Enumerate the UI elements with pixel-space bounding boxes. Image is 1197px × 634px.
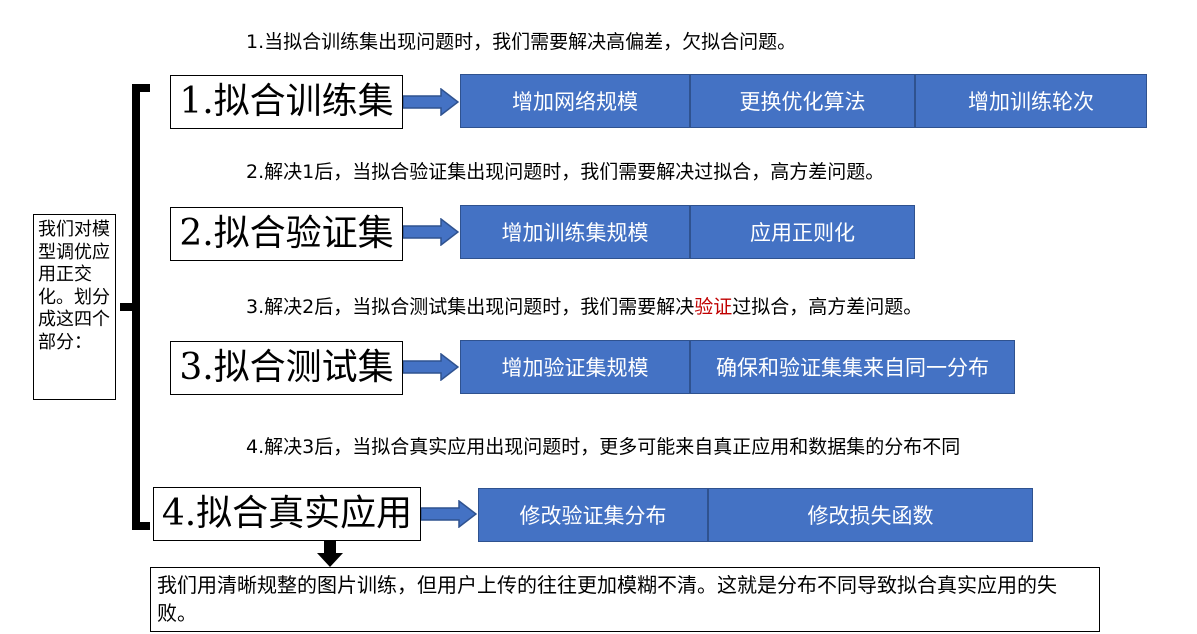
stage-2-action-2: 应用正则化 (690, 205, 915, 259)
stage-4-box: 4.拟合真实应用 (153, 487, 421, 541)
stage-1-action-3: 增加训练轮次 (915, 74, 1147, 128)
note-2: 2.解决1后，当拟合验证集出现问题时，我们需要解决过拟合，高方差问题。 (246, 161, 885, 183)
side-note: 我们对模型调优应用正交化。划分成这四个部分： (33, 214, 116, 400)
stage-3-actions: 增加验证集规模 确保和验证集集来自同一分布 (460, 340, 1015, 394)
stage-1-action-2: 更换优化算法 (690, 74, 915, 128)
stage-1-action-1: 增加网络规模 (460, 74, 690, 128)
stage-3-arrow-icon (403, 353, 459, 381)
stage-1-arrow-icon (403, 88, 459, 116)
stage-2-action-1: 增加训练集规模 (460, 205, 690, 259)
stage-2-actions: 增加训练集规模 应用正则化 (460, 205, 915, 259)
stage-4-action-2: 修改损失函数 (708, 488, 1033, 542)
stage-2-arrow-icon (403, 218, 459, 246)
stage-4-arrow-icon (421, 500, 477, 528)
stage-4-actions: 修改验证集分布 修改损失函数 (478, 488, 1033, 542)
stage-1-box: 1.拟合训练集 (170, 75, 403, 129)
stage-4-action-1: 修改验证集分布 (478, 488, 708, 542)
down-arrow-icon (317, 541, 343, 567)
bottom-note: 我们用清晰规整的图片训练，但用户上传的往往更加模糊不清。这就是分布不同导致拟合真… (150, 567, 1100, 632)
stage-2-box: 2.拟合验证集 (170, 207, 403, 261)
note-4: 4.解决3后，当拟合真实应用出现问题时，更多可能来自真正应用和数据集的分布不同 (246, 436, 961, 458)
stage-3-action-1: 增加验证集规模 (460, 340, 690, 394)
note-3-highlight: 验证 (694, 296, 733, 318)
stage-1-actions: 增加网络规模 更换优化算法 增加训练轮次 (460, 74, 1147, 128)
note-3: 3.解决2后，当拟合测试集出现问题时，我们需要解决验证过拟合，高方差问题。 (246, 294, 922, 320)
stage-3-box: 3.拟合测试集 (170, 341, 403, 395)
stage-3-action-2: 确保和验证集集来自同一分布 (690, 340, 1015, 394)
note-1: 1.当拟合训练集出现问题时，我们需要解决高偏差，欠拟合问题。 (246, 31, 797, 53)
bracket (120, 84, 150, 530)
note-3-prefix: 3.解决2后，当拟合测试集出现问题时，我们需要解决 (246, 296, 695, 318)
note-3-suffix: 过拟合，高方差问题。 (732, 296, 923, 318)
